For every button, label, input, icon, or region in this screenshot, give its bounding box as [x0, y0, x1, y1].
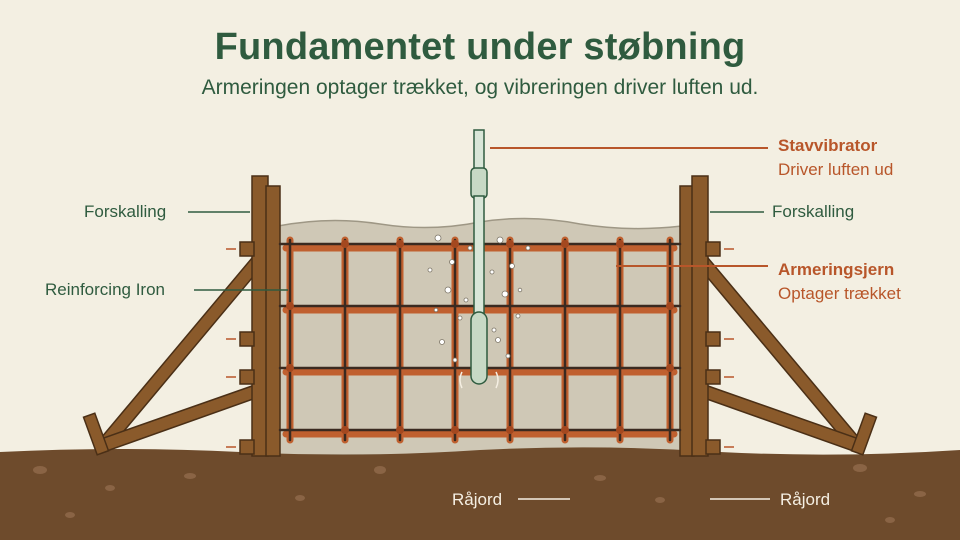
page-subtitle: Armeringen optager trækket, og vibrering…	[201, 76, 759, 99]
soil-label-right: Råjord	[780, 490, 831, 509]
reinforcing-iron-label: Reinforcing Iron	[45, 280, 166, 299]
vibrator-title: Stavvibrator	[778, 136, 878, 155]
formwork-label-left: Forskalling	[84, 202, 167, 221]
soil-ground	[0, 447, 960, 540]
soil-label-left: Råjord	[452, 490, 503, 509]
formwork-label-right: Forskalling	[772, 202, 855, 221]
vibration-marks	[459, 371, 499, 389]
air-bubbles	[427, 234, 531, 363]
vibrator-description: Driver luften ud	[778, 160, 894, 179]
left-formwork	[239, 175, 281, 457]
rebar-title: Armeringsjern	[778, 260, 895, 279]
rebar-description: Optager trækket	[778, 284, 901, 303]
stick-vibrator	[470, 129, 488, 385]
soil-pebbles	[33, 464, 926, 523]
right-formwork	[679, 175, 721, 457]
leader-lines	[188, 147, 770, 500]
page-title: Fundamentet under støbning	[214, 26, 746, 68]
